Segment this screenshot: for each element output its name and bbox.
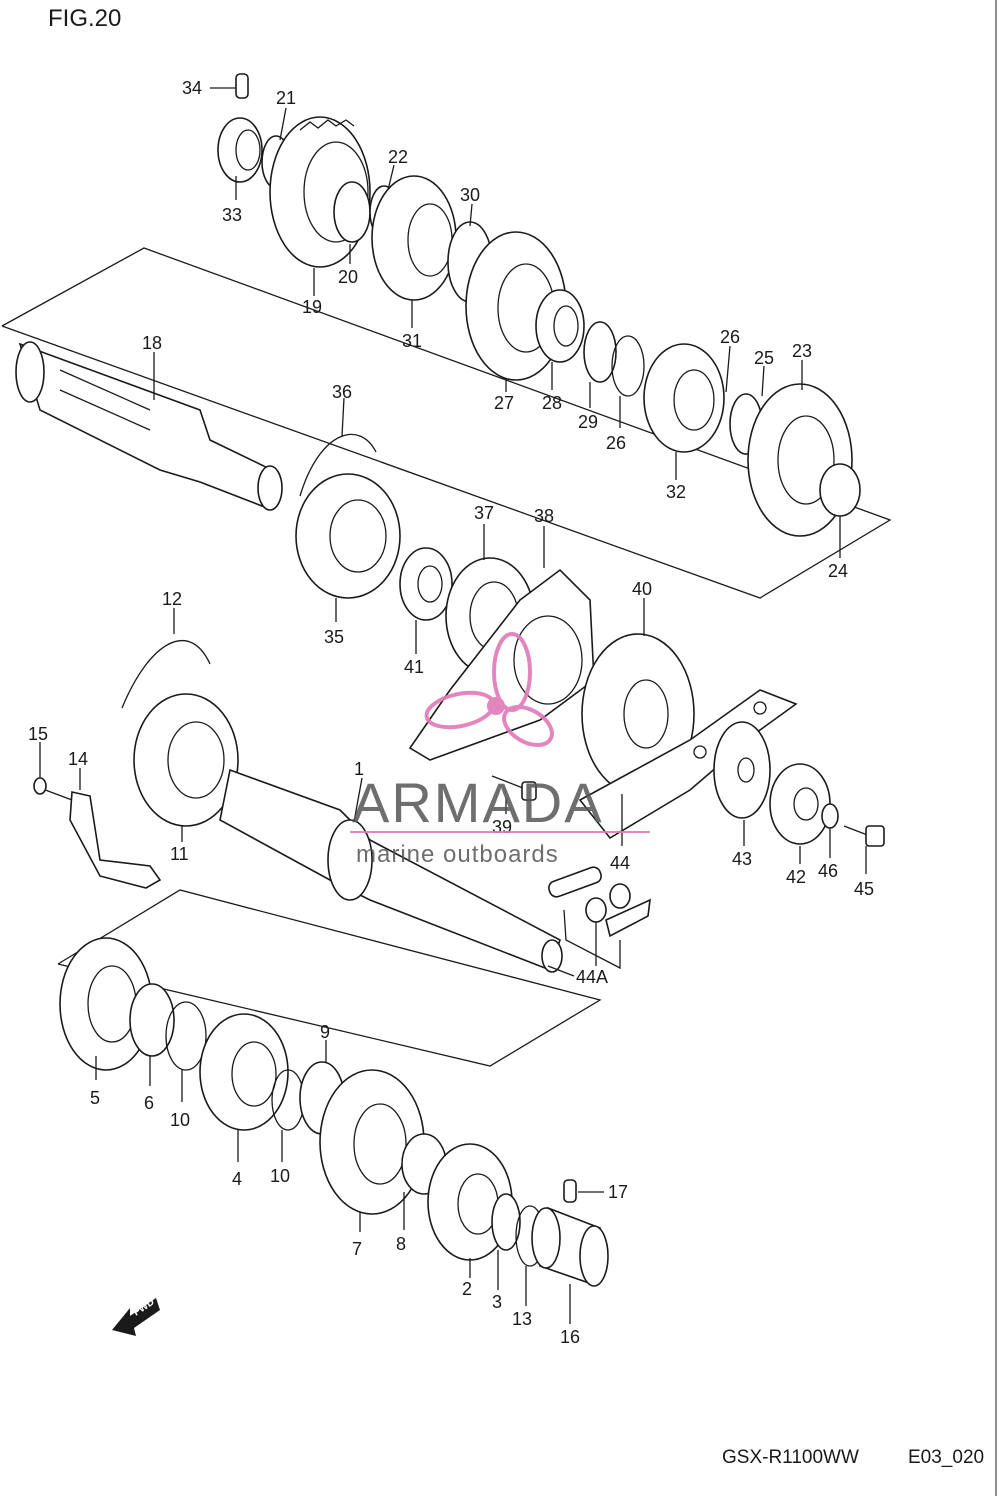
fwd-arrow-icon: FWD (112, 1297, 160, 1336)
part-38-retainer (408, 568, 595, 761)
part-24-bushing (819, 463, 861, 517)
label-11: 11 (170, 844, 189, 864)
label-16: 16 (560, 1327, 580, 1347)
label-24: 24 (828, 561, 848, 581)
part-33-bearing (217, 117, 263, 183)
watermark-brand: ARMADA (352, 771, 604, 834)
part-28-bushing (535, 289, 585, 363)
label-31: 31 (402, 331, 422, 351)
label-2: 2 (462, 1279, 472, 1299)
label-7: 7 (352, 1239, 362, 1259)
label-21: 21 (276, 88, 296, 108)
part-14-plate (69, 791, 162, 889)
part-5-gear (59, 937, 153, 1071)
label-30: 30 (460, 185, 480, 205)
part-26-circlip (611, 335, 645, 397)
label-23: 23 (792, 341, 812, 361)
label-45: 45 (854, 879, 874, 899)
label-10-right: 10 (270, 1166, 290, 1186)
label-40: 40 (632, 579, 652, 599)
label-15: 15 (28, 724, 48, 744)
figure-title: FIG.20 (48, 5, 121, 32)
label-26-upper: 26 (720, 327, 740, 347)
part-1-driveshaft (219, 768, 563, 973)
part-29-washer (583, 321, 617, 383)
footer-model: GSX-R1100WW (722, 1447, 859, 1468)
label-26-lower: 26 (606, 433, 626, 453)
label-17: 17 (608, 1182, 628, 1202)
label-3: 3 (492, 1292, 502, 1312)
label-44: 44 (610, 853, 630, 873)
label-14: 14 (68, 749, 88, 769)
part-number-labels: 34 21 22 33 20 19 30 31 27 28 29 26 26 2… (28, 78, 874, 1347)
part-39-bolt (491, 775, 537, 801)
part-43-washer (713, 721, 771, 819)
watermark-propeller-icon (424, 632, 554, 747)
label-29: 29 (578, 412, 598, 432)
part-3-washer (491, 1193, 521, 1251)
label-25: 25 (754, 348, 774, 368)
watermark-tagline: marine outboards (356, 841, 559, 868)
part-36-circlip (299, 433, 377, 497)
part-41-spacer (399, 547, 453, 621)
driveshaft-group-frame (57, 889, 602, 1067)
part-16-bearing (531, 1206, 609, 1287)
label-32: 32 (666, 482, 686, 502)
part-12-circlip (121, 640, 211, 709)
part-35-bearing (295, 473, 401, 599)
label-38: 38 (534, 506, 554, 526)
part-34-pin (235, 73, 249, 99)
label-9: 9 (320, 1022, 330, 1042)
part-18-countershaft (15, 341, 283, 511)
part-44A-chain-joint (548, 866, 651, 938)
label-22: 22 (388, 147, 408, 167)
label-18: 18 (142, 333, 162, 353)
part-42-nut (769, 763, 831, 845)
label-41: 41 (404, 657, 424, 677)
label-13: 13 (512, 1309, 532, 1329)
part-20-bushing (333, 181, 371, 243)
part-4-gear (199, 1013, 289, 1131)
label-19: 19 (302, 297, 322, 317)
part-7-gear (319, 1069, 425, 1215)
part-15-screw (33, 777, 73, 801)
part-6-bushing (129, 983, 175, 1057)
part-32-gear (643, 343, 725, 453)
label-5: 5 (90, 1088, 100, 1108)
part-11-bearing (133, 693, 239, 827)
label-37: 37 (474, 503, 494, 523)
label-35: 35 (324, 627, 344, 647)
part-10-washer-a (165, 1001, 207, 1071)
label-46: 46 (818, 861, 838, 881)
label-43: 43 (732, 849, 752, 869)
part-17-pin (563, 1179, 577, 1203)
watermark-logo: ARMADA marine outboards (350, 632, 650, 868)
label-1: 1 (354, 759, 364, 779)
label-10-left: 10 (170, 1110, 190, 1130)
label-28: 28 (542, 393, 562, 413)
part-31-gear (371, 175, 457, 301)
label-42: 42 (786, 867, 806, 887)
label-44A: 44A (576, 967, 608, 987)
part-45-bolt (843, 825, 885, 847)
footer-code: E03_020 (908, 1447, 984, 1468)
label-36: 36 (332, 382, 352, 402)
countershaft-group-frame (1, 247, 892, 599)
label-27: 27 (494, 393, 514, 413)
label-6: 6 (144, 1093, 154, 1113)
label-33: 33 (222, 205, 242, 225)
label-20: 20 (338, 267, 358, 287)
part-46-washer (821, 803, 839, 829)
label-4: 4 (232, 1169, 242, 1189)
label-12: 12 (162, 589, 182, 609)
label-34: 34 (182, 78, 202, 98)
label-8: 8 (396, 1234, 406, 1254)
leader-lines (39, 87, 867, 1324)
